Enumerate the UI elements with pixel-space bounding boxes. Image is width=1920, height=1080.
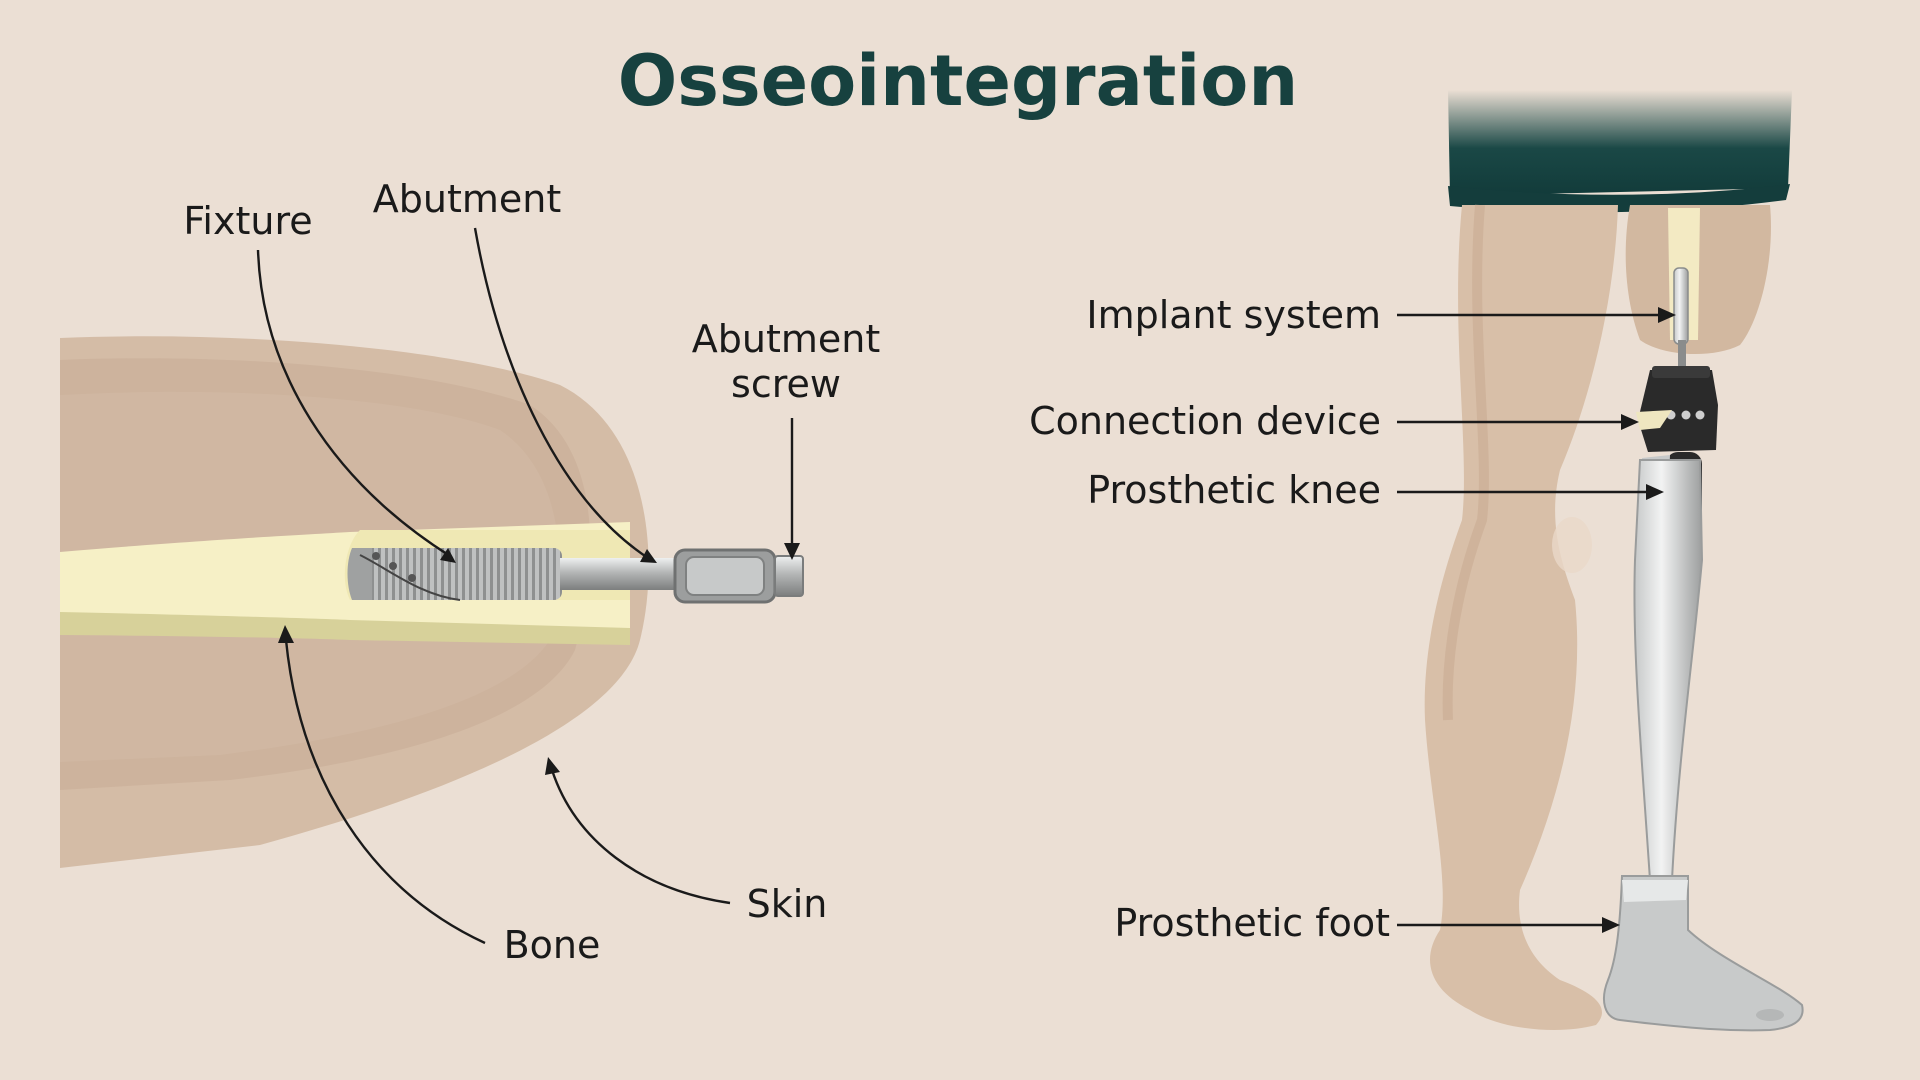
prosthetic-foot bbox=[1603, 875, 1804, 1032]
abutment-screw-head bbox=[774, 555, 804, 597]
fixture-threads bbox=[352, 548, 562, 600]
label-prosthetic-knee: Prosthetic knee bbox=[1087, 468, 1381, 512]
label-abutment-screw-line1: Abutment bbox=[692, 317, 880, 361]
connection-device bbox=[1638, 370, 1718, 452]
shorts bbox=[1448, 90, 1792, 196]
abutment-shaft bbox=[560, 558, 680, 590]
legs-illustration bbox=[1424, 90, 1804, 1032]
diagram-title: Osseointegration bbox=[618, 40, 1298, 122]
implant-stem bbox=[1673, 267, 1689, 345]
implant-assembly bbox=[347, 548, 804, 604]
limb-cross-section bbox=[0, 300, 649, 900]
right-leader-lines bbox=[1397, 307, 1676, 933]
label-skin: Skin bbox=[747, 882, 828, 926]
prosthetic-pylon bbox=[1633, 459, 1704, 881]
label-fixture: Fixture bbox=[183, 199, 312, 243]
label-bone: Bone bbox=[504, 923, 601, 967]
natural-leg bbox=[1424, 205, 1618, 1030]
label-prosthetic-foot: Prosthetic foot bbox=[1114, 901, 1390, 945]
label-abutment: Abutment bbox=[373, 177, 561, 221]
left-leader-lines bbox=[256, 227, 800, 945]
label-abutment-screw-line2: screw bbox=[731, 362, 841, 406]
label-connection-device: Connection device bbox=[1029, 399, 1381, 443]
label-implant-system: Implant system bbox=[1086, 293, 1381, 337]
